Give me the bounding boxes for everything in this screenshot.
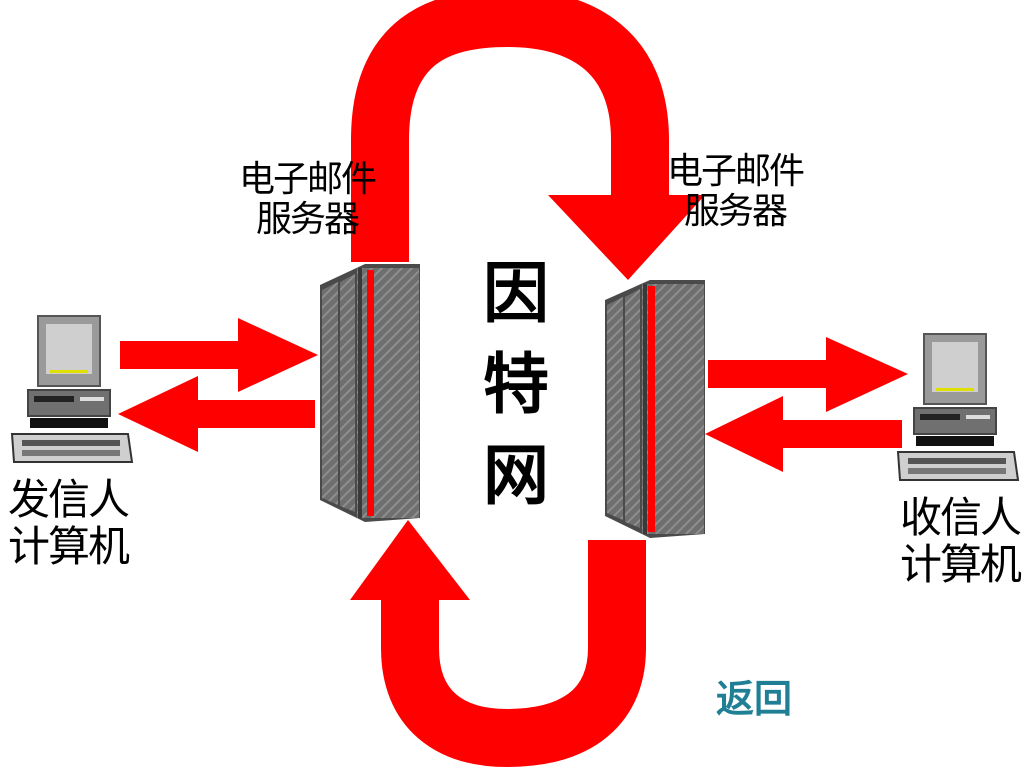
arrow-sender-to-server xyxy=(120,318,318,392)
top-loop-arrow xyxy=(351,0,705,280)
internet-label: 因 特 网 xyxy=(478,248,554,521)
sender-computer-icon xyxy=(10,315,134,463)
receiver-computer-icon xyxy=(896,333,1020,481)
arrow-receiver-to-server xyxy=(705,396,902,472)
sender-server-label-line2: 服务器 xyxy=(255,199,360,241)
receiver-pc-label-line1: 收信人 xyxy=(900,493,1022,542)
receiver-pc-label-line2: 计算机 xyxy=(900,540,1022,590)
sender-pc-label: 发信人 计算机 xyxy=(8,475,130,572)
sender-pc-label-line2: 计算机 xyxy=(8,522,130,572)
bottom-loop-arrow xyxy=(350,520,646,768)
return-link[interactable]: 返回 xyxy=(716,676,793,721)
receiver-server-label-line2: 服务器 xyxy=(683,191,788,233)
arrow-server-to-receiver xyxy=(708,337,908,412)
receiver-server-label: 电子邮件 服务器 xyxy=(660,151,810,233)
sender-server-icon xyxy=(320,264,420,522)
internet-char-1: 因 xyxy=(483,254,549,332)
sender-server-label-line1: 电子邮件 xyxy=(238,159,377,200)
sender-pc-label-line1: 发信人 xyxy=(8,475,130,524)
arrow-server-to-sender xyxy=(118,376,315,452)
internet-char-2: 特 xyxy=(483,345,549,424)
sender-server-label: 电子邮件 服务器 xyxy=(232,159,382,241)
receiver-server-label-line1: 电子邮件 xyxy=(666,151,805,192)
receiver-pc-label: 收信人 计算机 xyxy=(900,493,1022,590)
receiver-server-icon xyxy=(605,280,705,538)
internet-char-3: 网 xyxy=(483,436,549,515)
